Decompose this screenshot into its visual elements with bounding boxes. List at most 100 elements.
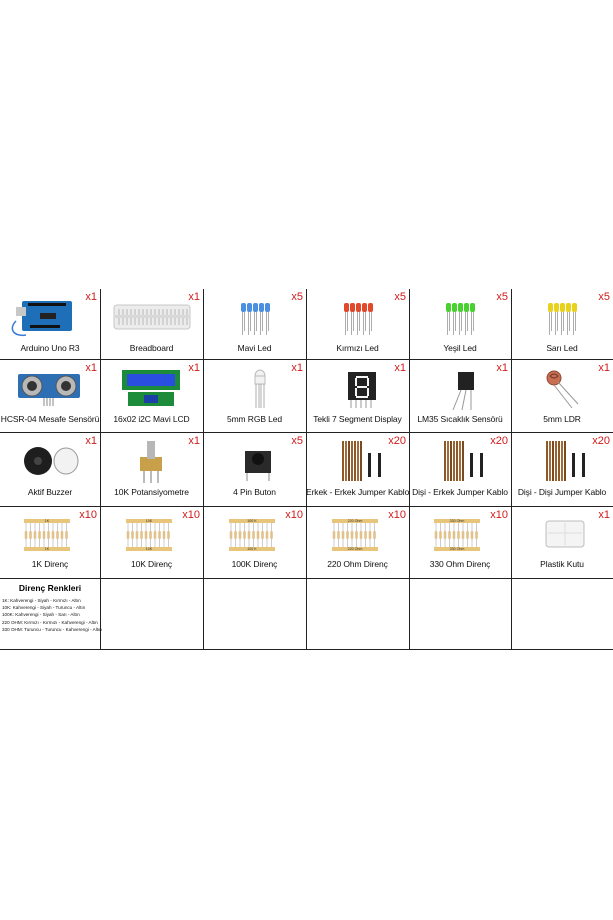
legend-line: 10K: Kahverengi - Siyah - Turuncu - Altı… xyxy=(2,605,86,611)
component-label: HCSR-04 Mesafe Sensörü xyxy=(0,414,100,424)
resistor-strip-icon: 330 Ohm 330 Ohm xyxy=(409,513,511,557)
grid-column-divider xyxy=(100,289,101,650)
quantity-badge: x1 xyxy=(188,362,200,374)
quantity-badge: x5 xyxy=(598,291,610,303)
quantity-badge: x1 xyxy=(394,362,406,374)
tape-bottom-label: 1K xyxy=(45,547,50,551)
grid-column-divider xyxy=(511,289,512,650)
component-cell: x5 4 Pin Buton xyxy=(203,433,306,507)
tape-bottom-label: 220 Ohm xyxy=(347,547,362,551)
component-cell: x1 5mm RGB Led xyxy=(203,360,306,433)
component-label: Plastik Kutu xyxy=(540,559,584,569)
component-label: Sarı Led xyxy=(546,343,578,353)
quantity-badge: x20 xyxy=(490,435,508,447)
quantity-badge: x1 xyxy=(85,435,97,447)
potentiometer-icon xyxy=(100,439,203,483)
component-label: Dişi - Dişi Jumper Kablo xyxy=(517,487,607,497)
quantity-badge: x20 xyxy=(388,435,406,447)
quantity-badge: x10 xyxy=(182,509,200,521)
quantity-badge: x1 xyxy=(188,291,200,303)
component-label: 10K Potansiyometre xyxy=(114,487,189,497)
legend-line: 1K: Kahverengi - Siyah - Kırmızı - Altın xyxy=(2,598,81,603)
tape-top-label: 1K xyxy=(45,519,50,523)
grid-column-divider xyxy=(306,289,307,650)
temperature-sensor-icon xyxy=(409,366,511,410)
lcd-module-icon xyxy=(100,366,203,410)
buzzer-icon xyxy=(0,439,100,483)
component-cell: x1 5mm LDR xyxy=(511,360,613,433)
jumper-cables-icon xyxy=(409,439,511,483)
component-cell: 330 Ohm 330 Ohm x10 330 Ohm Direnç xyxy=(409,507,511,579)
resistor-strip-icon: 1K 1K xyxy=(0,513,100,557)
tape-bottom-label: 330 Ohm xyxy=(450,547,465,551)
tape-top-label: 220 Ohm xyxy=(347,519,362,523)
quantity-badge: x1 xyxy=(85,291,97,303)
component-label: Mavi Led xyxy=(237,343,272,353)
plastic-box-icon xyxy=(511,513,613,557)
component-label: 220 Ohm Direnç xyxy=(327,559,388,569)
component-label: Yeşil Led xyxy=(443,343,477,353)
component-label: Dişi - Erkek Jumper Kablo xyxy=(412,487,508,497)
tape-top-label: 330 Ohm xyxy=(450,519,465,523)
quantity-badge: x1 xyxy=(598,362,610,374)
quantity-badge: x10 xyxy=(388,509,406,521)
component-cell: x1 16x02 i2C Mavi LCD xyxy=(100,360,203,433)
ldr-icon xyxy=(511,366,613,410)
rgb-led-icon xyxy=(203,366,306,410)
jumper-cables-icon xyxy=(511,439,613,483)
quantity-badge: x1 xyxy=(291,362,303,374)
quantity-badge: x10 xyxy=(490,509,508,521)
component-label: 16x02 i2C Mavi LCD xyxy=(113,414,190,424)
component-label: 5mm LDR xyxy=(543,414,581,424)
tape-top-label: 100 K xyxy=(247,519,257,523)
arduino-board-icon xyxy=(0,295,100,339)
breadboard-icon xyxy=(100,295,203,339)
legend-line: 220 OHM: Kırmızı - Kırmızı - Kahverengi … xyxy=(2,619,98,625)
resistor-strip-icon: 220 Ohm 220 Ohm xyxy=(306,513,409,557)
component-label: 5mm RGB Led xyxy=(226,414,283,424)
component-label: Arduino Uno R3 xyxy=(20,343,80,353)
push-button-icon xyxy=(203,439,306,483)
component-label: Breadboard xyxy=(129,343,174,353)
quantity-badge: x5 xyxy=(394,291,406,303)
component-label: Tekli 7 Segment Display xyxy=(313,414,402,424)
component-label: Aktif Buzzer xyxy=(27,487,73,497)
quantity-badge: x5 xyxy=(496,291,508,303)
tape-bottom-label: 10K xyxy=(145,547,152,551)
quantity-badge: x1 xyxy=(598,509,610,521)
component-label: Kırmızı Led xyxy=(336,343,379,353)
component-label: 330 Ohm Direnç xyxy=(429,559,491,569)
component-label: 4 Pin Buton xyxy=(233,487,276,497)
quantity-badge: x5 xyxy=(291,435,303,447)
quantity-badge: x20 xyxy=(592,435,610,447)
seven-segment-icon xyxy=(306,366,409,410)
grid-column-divider xyxy=(409,289,410,650)
quantity-badge: x10 xyxy=(285,509,303,521)
legend-line: 100K: Kahverengi - Siyah - Sarı - Altın xyxy=(2,612,80,618)
yellow-leds-icon xyxy=(511,295,613,339)
component-label: LM35 Sıcaklık Sensörü xyxy=(417,414,503,424)
blue-leds-icon xyxy=(203,295,306,339)
quantity-badge: x1 xyxy=(85,362,97,374)
